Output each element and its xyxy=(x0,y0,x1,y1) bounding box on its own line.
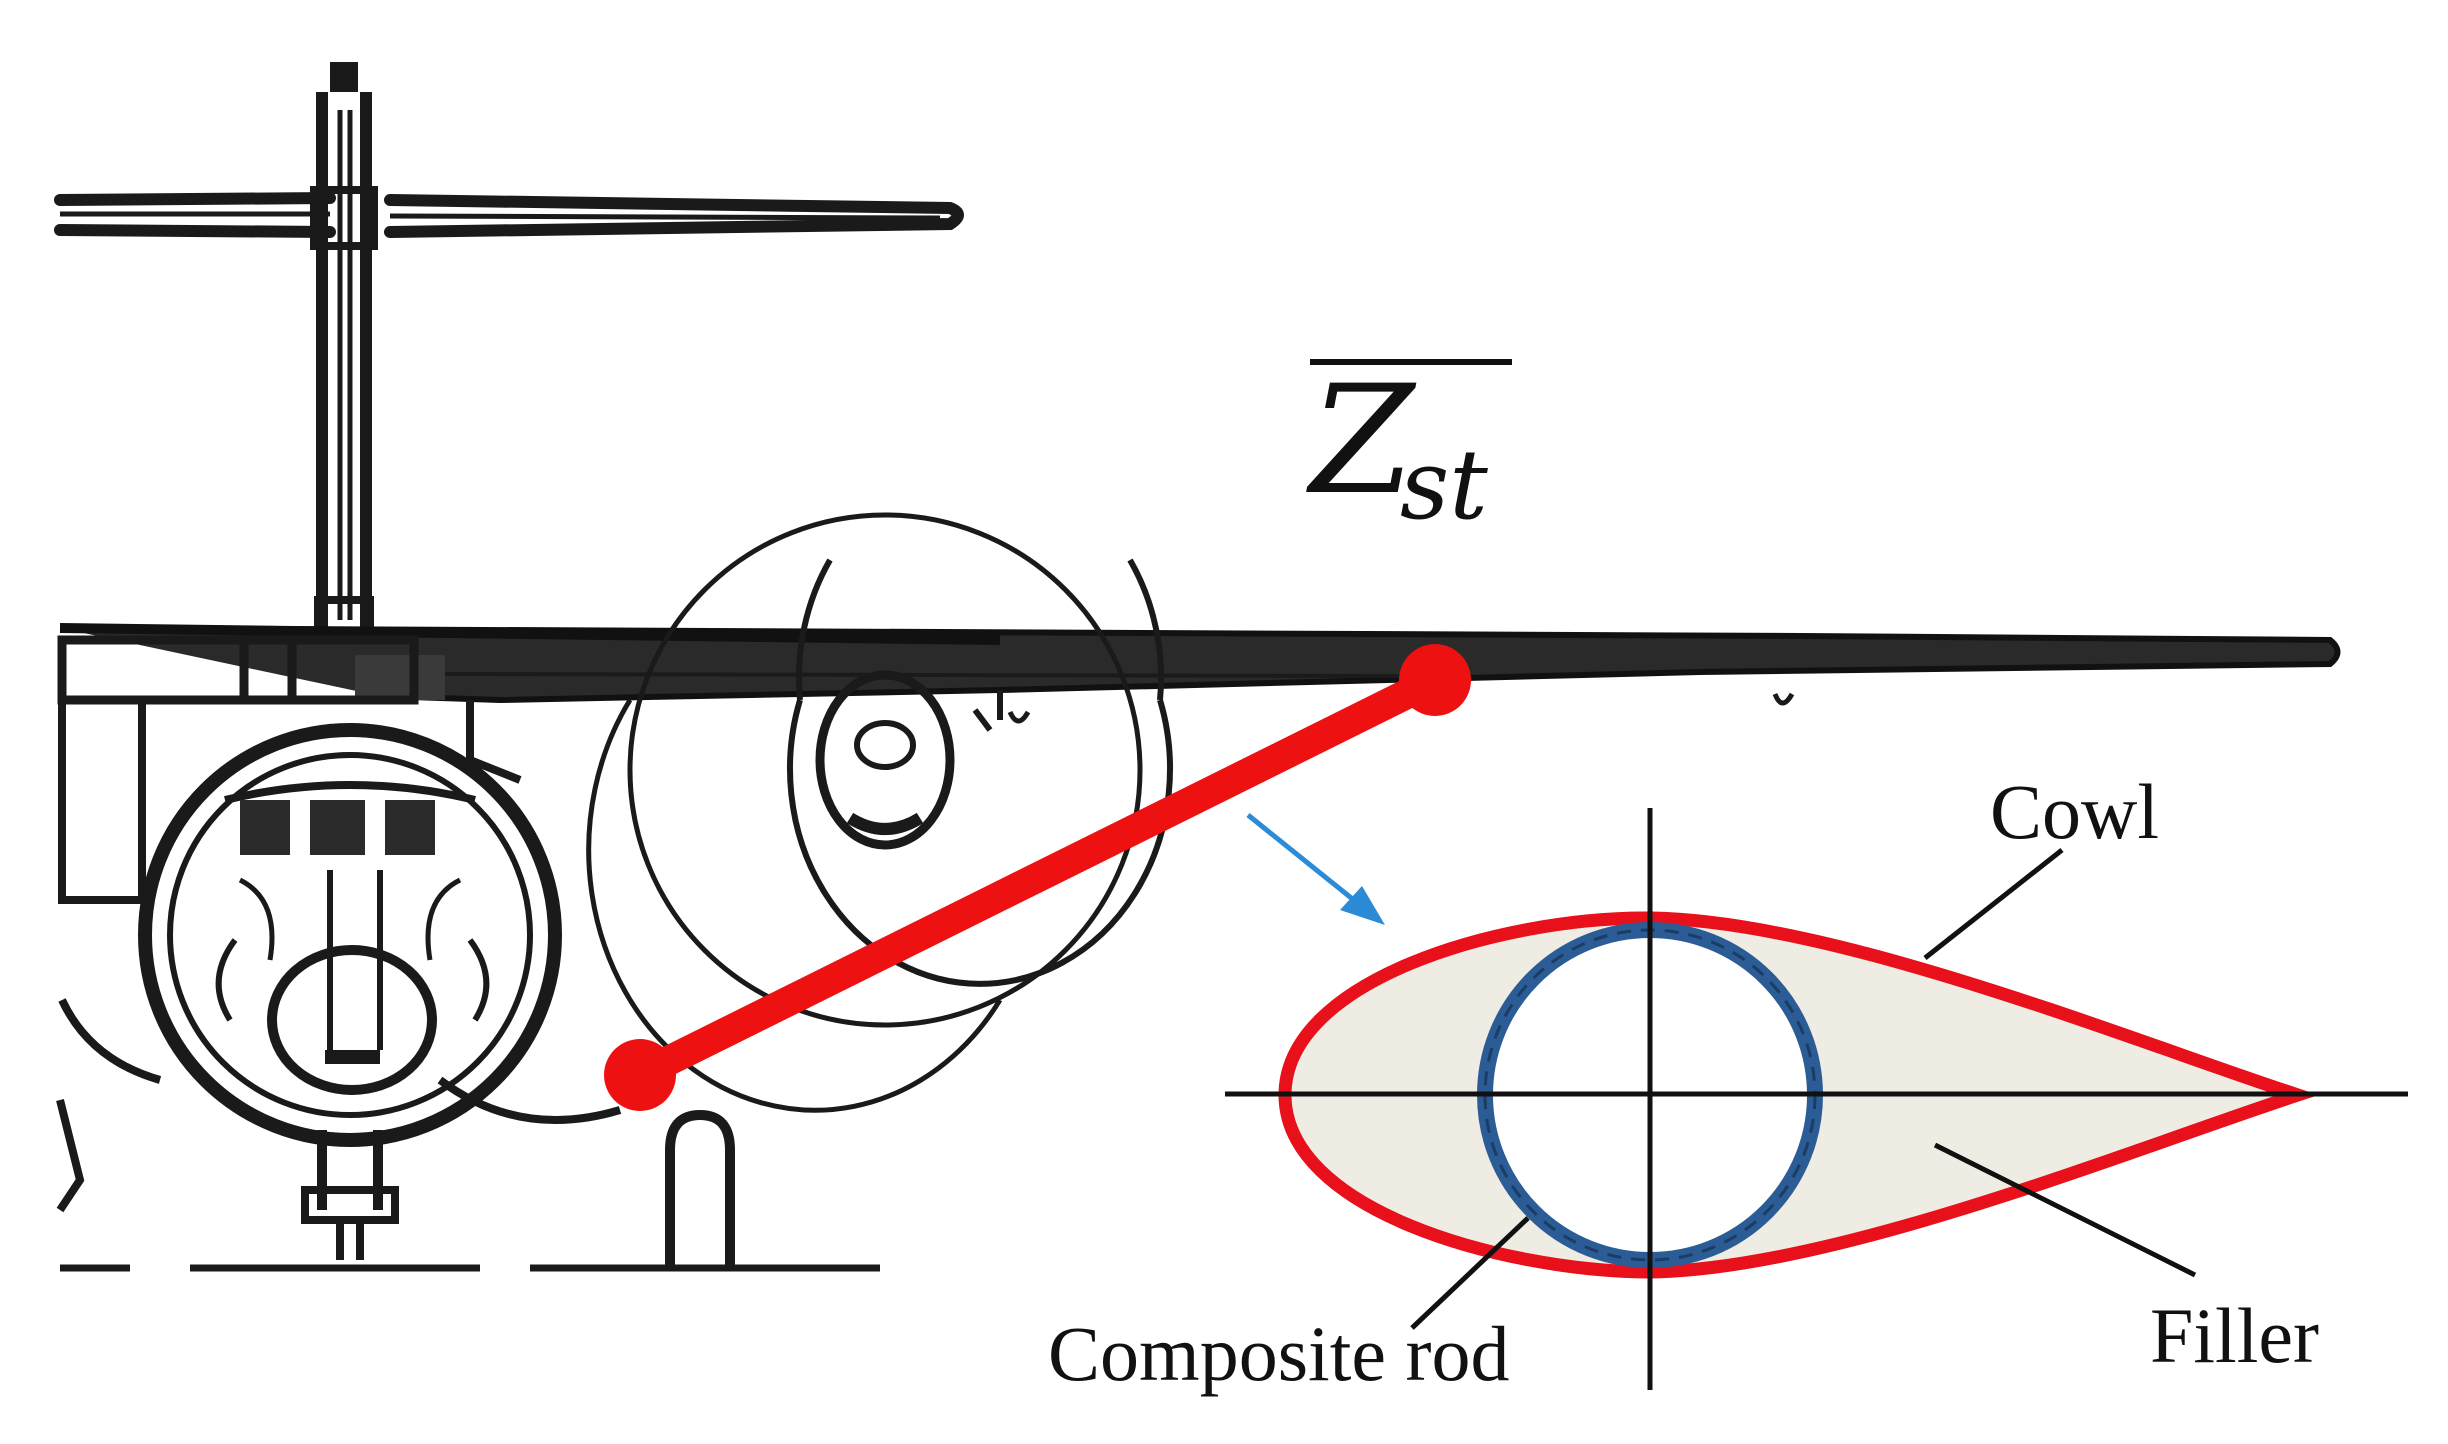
landing-gear xyxy=(301,1130,399,1260)
label-cowl-group: Cowl xyxy=(1923,768,2159,960)
label-composite-rod-group: Composite rod xyxy=(1048,1216,1530,1397)
aircraft-front-view-icon xyxy=(54,62,2341,1272)
label-cowl: Cowl xyxy=(1990,768,2159,855)
strut xyxy=(604,644,1471,1111)
propeller-circle xyxy=(627,512,1143,1028)
fuselage-structure xyxy=(56,635,622,1213)
zst-symbol: Z st xyxy=(1306,354,1512,541)
zst-main: Z xyxy=(1306,354,1417,528)
arrow-down-right-icon xyxy=(1246,813,1385,925)
label-filler: Filler xyxy=(2150,1292,2319,1379)
zst-subscript: st xyxy=(1400,429,1488,541)
label-filler-group: Filler xyxy=(1933,1142,2319,1379)
strut-upper-node xyxy=(1399,644,1471,716)
horizontal-tail xyxy=(54,192,964,238)
strut-cross-section xyxy=(1225,808,2408,1390)
gear-fairing xyxy=(665,1109,735,1268)
label-composite-rod: Composite rod xyxy=(1048,1310,1510,1397)
wing xyxy=(59,623,2341,724)
vertical-fin xyxy=(310,62,378,644)
engine-nacelle-front xyxy=(138,723,562,1147)
strut-bar xyxy=(625,665,1450,1090)
strut-lower-node xyxy=(604,1039,676,1111)
